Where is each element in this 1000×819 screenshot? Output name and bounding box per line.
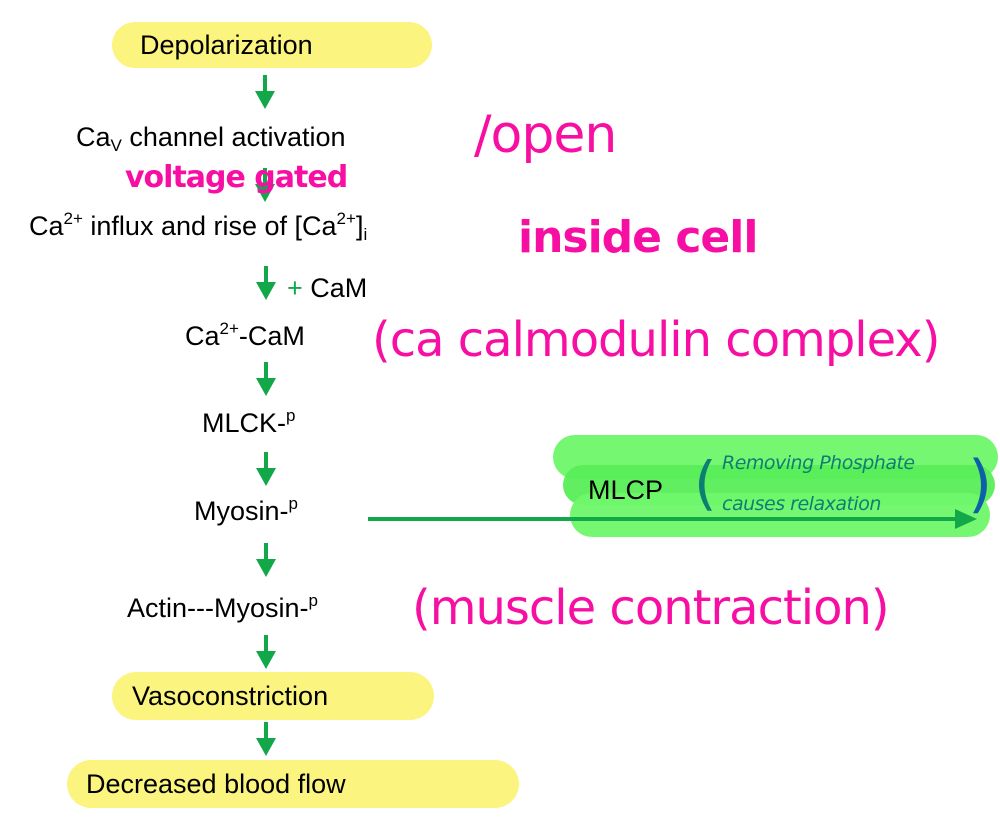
vasoconstriction-highlight [112, 672, 434, 720]
cofactor-cam: + CaM [287, 272, 367, 304]
step-actin-myosin-p: Actin---Myosin-p [127, 591, 318, 623]
arrow-down-icon [256, 266, 276, 300]
arrow-down-icon [256, 635, 276, 669]
branch-arrowhead-icon [955, 509, 977, 529]
arrow-down-icon [256, 543, 276, 577]
step-mlck-p: MLCK-p [202, 406, 296, 438]
branch-note-line2: causes relaxation [722, 493, 881, 515]
depolarization-highlight [112, 22, 432, 68]
plus-sign: + [287, 273, 303, 303]
decreased-blood-flow-highlight [67, 760, 519, 808]
branch-note-line1: Removing Phosphate [722, 452, 915, 474]
branch-mlcp-label: MLCP [588, 475, 664, 505]
step-vasoconstriction: Vasoconstriction [132, 681, 329, 711]
annotation-ca-calmodulin-complex: (ca calmodulin complex) [372, 312, 940, 368]
step-myosin-p: Myosin-p [194, 494, 298, 526]
step-ca-influx: Ca2+ influx and rise of [Ca2+]i [29, 209, 368, 244]
mlcp-highlight [570, 493, 990, 537]
step-decreased-blood-flow: Decreased blood flow [86, 769, 346, 799]
cofactor-text: CaM [302, 273, 368, 303]
annotation-muscle-contraction: (muscle contraction) [412, 580, 890, 636]
annotation-voltage-gated: voltage gated [125, 160, 348, 195]
branch-paren-open: ( [694, 449, 717, 517]
arrow-down-icon [255, 168, 275, 202]
step-ca-cam: Ca2+-CaM [185, 319, 305, 351]
branch-paren-close: ) [968, 447, 993, 520]
arrow-down-icon [255, 75, 275, 109]
arrow-down-icon [256, 722, 276, 756]
arrow-down-icon [256, 362, 276, 396]
step-depolarization: Depolarization [140, 29, 313, 61]
arrow-down-icon [256, 452, 276, 486]
step-label: Depolarization [140, 30, 313, 60]
annotation-inside-cell: inside cell [518, 212, 758, 263]
step-cav-channel-activation: CaV channel activation [76, 122, 346, 155]
branch-line [368, 517, 968, 521]
annotation-open: /open [474, 105, 617, 165]
